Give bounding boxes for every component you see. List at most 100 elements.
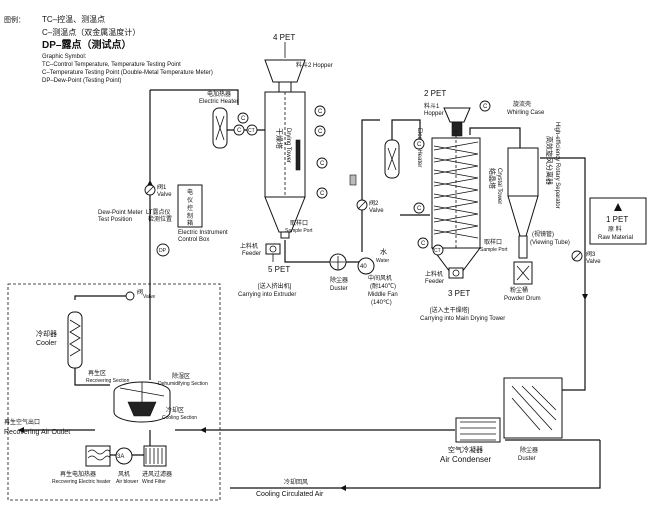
svg-text:C: C [421,241,426,247]
separator-cn: 高效旋风分离器 [545,136,554,185]
heater-cn: 电加热器 [207,90,231,98]
legend-c-cn: C–测温点（双金属温度计） [42,27,140,37]
tag-c-6 [316,187,328,199]
valve3-cn: 阀3 [586,250,596,258]
crystal-feeder [448,267,464,279]
crystal-sample-cn: 取样口 [484,238,502,246]
hopper1-en: Hopper [424,111,444,117]
crystal-tower-en: Crystal Tower [496,168,502,204]
valve-top-left [125,291,135,301]
arrow-outlet [18,427,24,433]
dehumidifier-unit: 阀 Valve 冷却器 Cooler 再生区 Recovering Sectio… [4,283,221,501]
tag-c-3 [314,105,326,117]
svg-text:C: C [417,142,422,148]
tag-ct-1 [246,124,258,136]
rheater-en: Recovering Electric heater [52,479,111,485]
pipe-crystal-to-cyclone [469,127,521,150]
recover-cn: 再生区 [88,369,106,377]
svg-text:C: C [320,191,325,197]
raw-pet1: 1 PET [606,215,628,224]
valve3-en: Valve [586,259,601,265]
svg-text:C: C [417,206,422,212]
hopper-1 [443,107,471,123]
main-tower-en: Carrying into Main Drying Tower [420,316,505,322]
tower-sight-glass [295,139,301,171]
tag-c-4 [314,125,326,137]
svg-text:控: 控 [187,204,193,212]
heater-en: Electric Heater [199,99,238,105]
tag-ct-crystal [432,244,444,256]
recover-heater [85,445,111,467]
svg-text:制: 制 [187,212,193,220]
hopper1-valve [451,121,463,137]
raw-cn: 原 料 [608,225,622,233]
cooler-vessel [67,311,83,369]
drying-pet4-label: 4 PET [273,33,295,42]
water-en: Water [376,258,389,264]
hopper-2 [264,59,306,83]
middle-fan [357,257,375,275]
crystal-tower-group: 2 PET 料斗1 Hopper C Electric Heater 结晶塔 C… [384,89,508,322]
tube-en: (Viewing Tube) [530,240,570,246]
drying-feeder-en: Feeder [242,251,261,257]
legend-title: 图例： [4,15,25,24]
valve2-en: Valve [369,208,384,214]
svg-text:C: C [237,128,242,134]
tag-c-crystal-3 [417,237,429,249]
svg-text:C: C [483,104,488,110]
cooler-cn: 冷却器 [36,329,57,338]
legend-dp-en: DP–Dew-Point (Testing Point) [42,78,121,84]
whirl-cn: 旋流壳 [513,100,531,108]
tube-cn: (视镜管) [532,230,554,238]
drying-pet5: 5 PET [268,265,290,274]
drum-en: Powder Drum [504,296,541,302]
condenser-en: Air Condenser [440,455,491,464]
fan-cn: 中间风机 [368,274,392,282]
dehumidifier-frame [7,283,221,501]
drying-sample-en: Sample Port [285,228,313,234]
electric-heater-drying: 电加热器 Electric Heater [199,90,238,149]
tag-c-1 [237,112,249,124]
svg-text:电: 电 [187,188,193,196]
return-cn: 冷却回风 [284,478,308,486]
legend-tc-en: TC–Control Temperature, Temperature Test… [42,62,181,68]
outlet-cn: 再生空气出口 [4,418,40,426]
dehumid-valve-en: Valve [143,294,155,300]
svg-text:CT: CT [434,248,441,254]
main-tower-cn: [送入主干燥塔] [430,306,470,314]
rheater-cn: 再生电加热器 [60,470,96,478]
control-area: 阀1 Valve 电 仪 控 制 箱 Electric Instrument C… [98,183,228,243]
control-box-en2: Control Box [178,237,209,243]
legend-symbol-en: Graphic Symbol: [42,54,87,60]
hopper1-cn: 料斗1 [424,102,440,110]
hopper2-label: 料斗2 Hopper [296,61,333,69]
tag-c-crystal-2 [413,202,425,214]
tag-c-crystal-1 [413,138,425,150]
dehumid-valve-cn: 阀 [137,288,143,296]
svg-text:CT: CT [248,128,255,134]
dehum-cn: 除湿区 [172,372,190,380]
svg-text:箱: 箱 [187,219,193,227]
pipe-cooling-return [230,440,601,489]
drying-tower-group: 4 PET 料斗2 Hopper 干燥塔 Drying Tower 取样口 Sa… [238,33,333,298]
crystal-tower-cn: 结晶塔 [488,168,497,189]
svg-text:C: C [320,161,325,167]
dewpoint-en1: Dew-Point Meter [98,210,143,216]
legend-c-en: C–Temperature Testing Point (Double-Meta… [42,70,213,76]
air-blower [115,447,133,465]
return-en: Cooling Circulated Air [256,491,324,498]
condenser-cn: 空气冷凝器 [448,445,483,454]
separator-en: High-efficiency Rotary Separator [554,122,560,209]
extruder-cn: [送入挤出机] [258,282,292,290]
control-box [177,184,203,228]
pipe-crystal-heater [391,119,421,140]
tags-drying: C C CT C C C C DP [156,105,328,257]
condenser-duster-en: Duster [518,456,536,462]
drying-tower-label-en: Drying Tower [285,128,291,163]
svg-text:仪: 仪 [187,197,193,204]
fan-temp-cn: (耐140℃) [370,282,396,290]
fan-en: Middle Fan [368,292,398,298]
cyclone-body [507,147,539,197]
filter-en: Wind Filter [142,479,166,485]
